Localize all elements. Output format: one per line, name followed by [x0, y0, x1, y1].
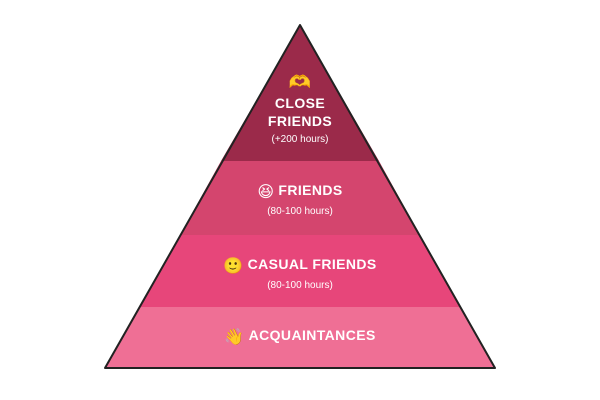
- tier-band-casual-friends: [139, 235, 461, 307]
- tier-friends: 😆FRIENDS (80-100 hours): [0, 181, 600, 219]
- tier-title-acquaintances: ACQUAINTANCES: [248, 327, 376, 343]
- tier-subtitle-close-friends: (+200 hours): [271, 134, 329, 145]
- tier-close-friends: 🫶 CLOSE FRIENDS (+200 hours): [0, 72, 600, 147]
- tier-title-casual-friends: CASUAL FRIENDS: [247, 256, 377, 272]
- tier-casual-friends: 🙂CASUAL FRIENDS (80-100 hours): [0, 255, 600, 293]
- waving-hand-icon: 👋: [224, 329, 245, 346]
- laughing-face-icon: 😆: [257, 184, 275, 201]
- tier-title-line1: CLOSE: [274, 95, 326, 111]
- tier-title-friends-row: 😆FRIENDS: [0, 181, 600, 201]
- tier-title-close-friends: CLOSE FRIENDS: [0, 94, 600, 130]
- tier-band-friends: [180, 161, 420, 235]
- tier-title-line2: FRIENDS: [267, 113, 333, 129]
- tier-title-casual-friends-row: 🙂CASUAL FRIENDS: [0, 255, 600, 275]
- tier-subtitle-casual-friends: (80-100 hours): [267, 280, 333, 291]
- tier-title-friends: FRIENDS: [278, 182, 343, 198]
- tier-band-acquaintances: [105, 307, 495, 368]
- tier-title-acquaintances-row: 👋ACQUAINTANCES: [0, 326, 600, 346]
- tier-acquaintances: 👋ACQUAINTANCES: [0, 326, 600, 346]
- heart-hands-icon: 🫶: [288, 72, 312, 92]
- tier-band-close-friends: [221, 25, 379, 161]
- smiling-face-icon: 🙂: [223, 258, 244, 275]
- tier-subtitle-friends: (80-100 hours): [267, 206, 333, 217]
- pyramid-outline: [104, 24, 496, 369]
